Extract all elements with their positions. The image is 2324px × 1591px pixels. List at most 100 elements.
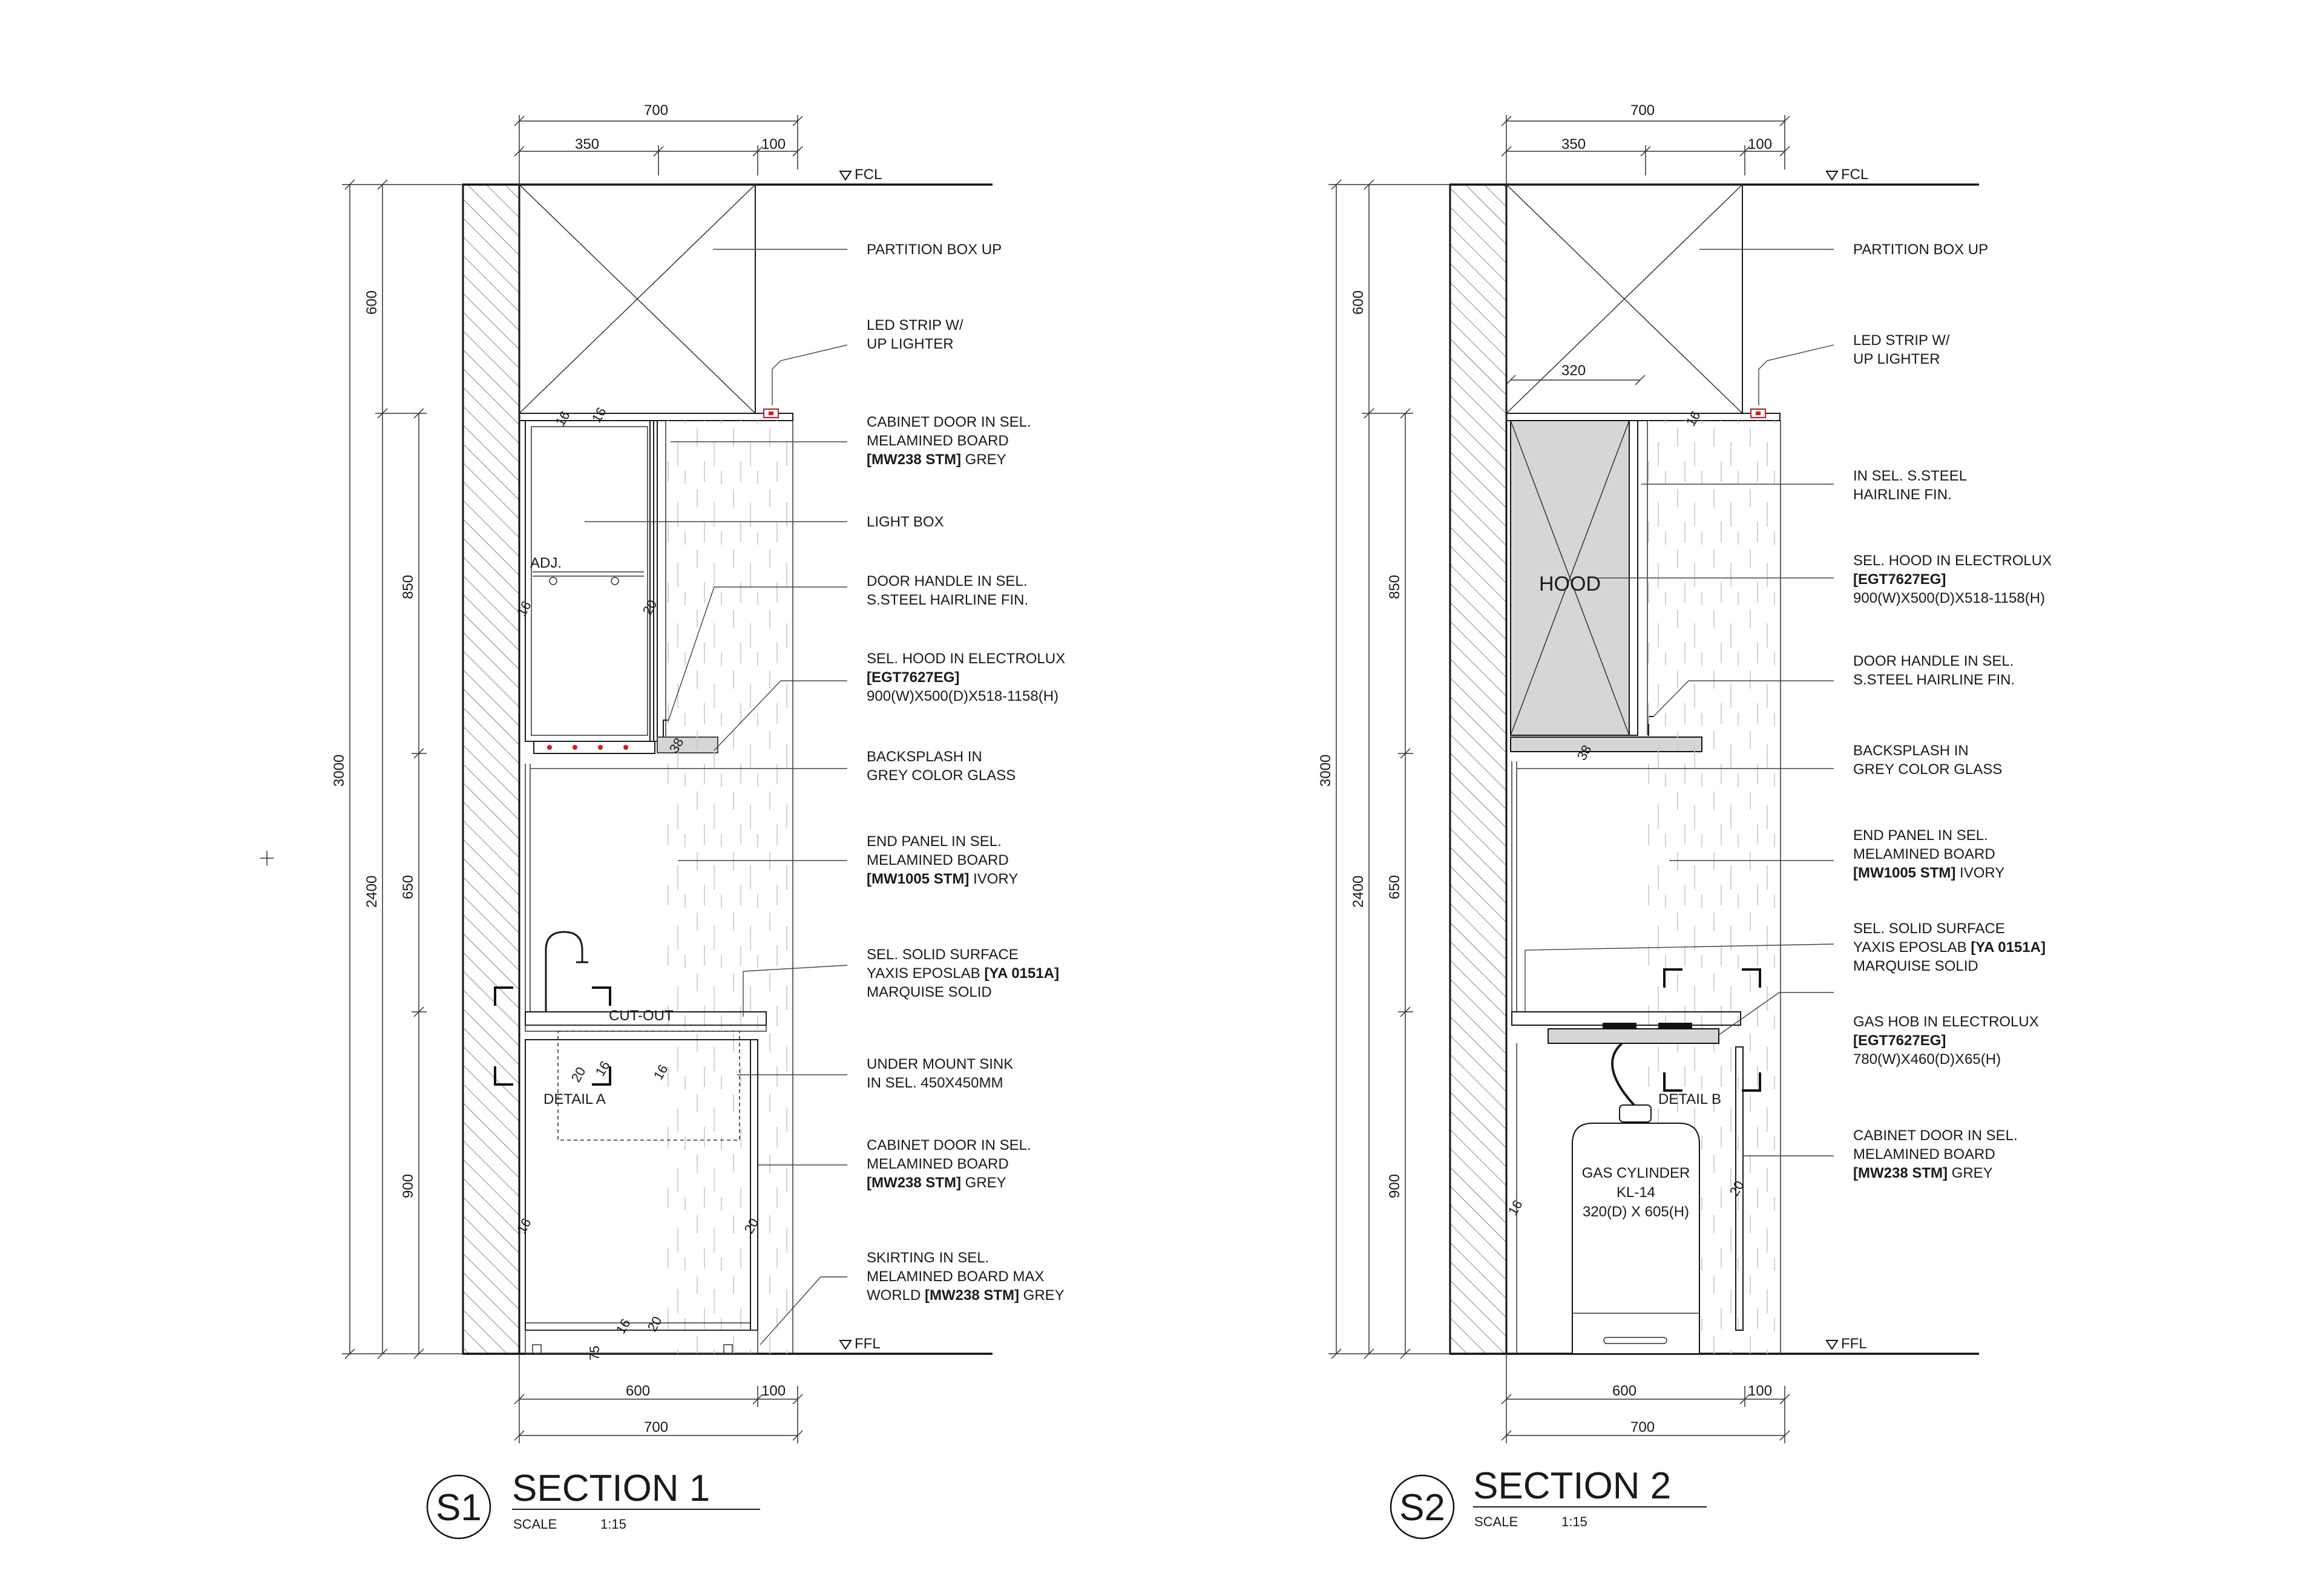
hood-unit: HOOD [1510,420,1702,752]
section-2-title: S2 SECTION 2 SCALE 1:15 [1390,1465,1707,1540]
svg-text:SCALE: SCALE [513,1517,557,1532]
level-marker-ffl: FFL [1825,1336,1867,1352]
svg-text:320(D) X 605(H): 320(D) X 605(H) [1583,1204,1689,1220]
wall-hatch [462,183,520,1355]
dimensions-top: 700 350 100 [514,102,803,185]
level-marker-fcl: FCL [1825,166,1868,183]
annotations: PARTITION BOX UP LED STRIP W/UP LIGHTER … [1853,241,2052,1181]
annotation-hood: SEL. HOOD IN ELECTROLUX[EGT7627EG]900(W)… [1853,553,2052,606]
page-title: SECTION 1 [512,1468,710,1509]
svg-text:20: 20 [568,1064,589,1085]
annotation-gas-hob: GAS HOB IN ELECTROLUX[EGT7627EG]780(W)X4… [1853,1014,2039,1068]
annotation-led-strip: LED STRIP W/UP LIGHTER [1853,332,1950,367]
svg-text:DETAIL A: DETAIL A [543,1091,606,1107]
svg-text:FCL: FCL [1841,166,1868,183]
svg-text:ADJ.: ADJ. [530,555,562,571]
annotation-cabinet-door-lower: CABINET DOOR IN SEL.MELAMINED BOARD[MW23… [867,1137,1031,1191]
svg-text:3000: 3000 [331,755,347,787]
detail-b-marker [1663,968,1761,1092]
annotation-hood: SEL. HOOD IN ELECTROLUX[EGT7627EG]900(W)… [867,651,1065,704]
svg-text:600: 600 [626,1383,650,1399]
svg-text:CUT-OUT: CUT-OUT [609,1008,674,1024]
svg-text:FFL: FFL [1841,1336,1867,1352]
svg-text:1:15: 1:15 [600,1517,626,1532]
svg-text:700: 700 [1630,1419,1655,1435]
svg-text:850: 850 [1387,575,1403,599]
dimensions-top: 700 350 100 320 [1501,102,1790,385]
level-marker-ffl: FFL [839,1336,881,1352]
svg-text:S1: S1 [436,1487,482,1529]
svg-text:650: 650 [400,875,416,899]
level-marker-fcl: FCL [839,166,882,183]
svg-text:700: 700 [644,102,668,119]
annotation-partition-box: PARTITION BOX UP [867,241,1002,258]
svg-text:16: 16 [1505,1198,1526,1218]
section-1: FCL FFL [331,102,1065,1540]
dimensions-bottom: 600 100 700 [514,1354,803,1443]
upper-cabinet [525,420,668,754]
detail-a-marker [494,986,611,1086]
led-strip [1750,408,1766,418]
svg-text:100: 100 [1748,136,1772,153]
annotation-door-handle: DOOR HANDLE IN SEL.S.STEEL HAIRLINE FIN. [1853,653,2015,688]
svg-text:GAS CYLINDER: GAS CYLINDER [1582,1165,1690,1181]
svg-text:900: 900 [1387,1174,1403,1198]
under-mount-sink [557,1031,740,1141]
annotation-led-strip: LED STRIP W/UP LIGHTER [867,317,963,352]
led-strip [763,408,779,418]
dimensions-left: 3000 2400 600 850 650 900 [331,179,463,1359]
svg-text:S2: S2 [1399,1487,1445,1529]
partition-box-up [1506,184,1743,414]
svg-text:320: 320 [1561,362,1586,379]
svg-text:350: 350 [1561,136,1586,153]
svg-text:3000: 3000 [1318,755,1334,787]
annotation-leaders [530,249,848,1345]
annotation-light-box: LIGHT BOX [867,514,944,530]
svg-text:2400: 2400 [364,876,380,908]
svg-text:600: 600 [364,290,380,315]
section-1-title: S1 SECTION 1 SCALE 1:15 [426,1468,760,1540]
annotation-partition-box: PARTITION BOX UP [1853,241,1988,258]
lower-cabinet [525,1039,758,1354]
svg-text:100: 100 [761,1383,786,1399]
section-badge [426,1474,491,1540]
annotation-leaders [1517,249,1834,1156]
svg-text:20: 20 [645,1314,665,1334]
svg-text:SCALE: SCALE [1474,1514,1518,1529]
svg-text:700: 700 [644,1419,668,1435]
svg-text:2400: 2400 [1350,876,1367,908]
dimensions-left: 3000 2400 600 850 650 900 [1318,179,1450,1359]
light-box [533,741,655,754]
partition-box-up [519,184,756,414]
gas-hob [1548,1023,1719,1044]
skirting [525,1330,758,1354]
gas-cylinder: GAS CYLINDER KL-14 320(D) X 605(H) [1572,1042,1700,1354]
annotations: PARTITION BOX UP LED STRIP W/UP LIGHTER … [867,241,1065,1304]
svg-text:900: 900 [400,1174,416,1198]
svg-text:100: 100 [761,136,786,153]
svg-text:DETAIL B: DETAIL B [1658,1091,1721,1107]
svg-text:HOOD: HOOD [1539,572,1601,595]
wall-hatch [1449,183,1508,1355]
svg-text:100: 100 [1748,1383,1772,1399]
section-2: FCL FFL HOOD [1318,102,2052,1540]
annotation-cabinet-door-upper: CABINET DOOR IN SEL.MELAMINED BOARD[MW23… [867,414,1031,468]
dimensions-bottom: 600 100 700 [1501,1354,1790,1443]
svg-text:600: 600 [1612,1383,1636,1399]
svg-text:16: 16 [613,1316,634,1337]
annotation-end-panel: END PANEL IN SEL.MELAMINED BOARD[MW1005 … [867,833,1018,887]
svg-text:75: 75 [587,1346,602,1360]
svg-text:FCL: FCL [855,166,882,183]
svg-text:850: 850 [400,575,416,599]
svg-text:1:15: 1:15 [1561,1514,1587,1529]
svg-text:16: 16 [553,408,573,429]
svg-text:350: 350 [575,136,599,153]
svg-text:16: 16 [589,405,609,425]
svg-text:650: 650 [1387,875,1403,899]
